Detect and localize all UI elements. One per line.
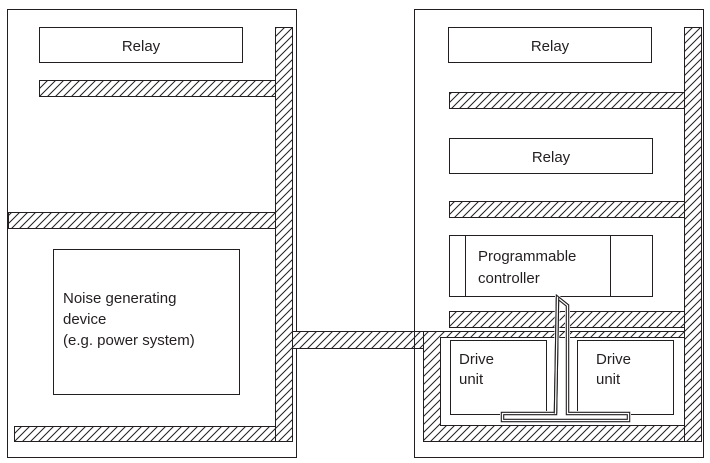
drive-cable <box>500 292 631 423</box>
relay-box-right-middle: Relay <box>449 138 653 174</box>
noise-device-label-line-3: (e.g. power system) <box>63 332 195 349</box>
drive-unit-left: Drive unit <box>450 340 547 415</box>
drive-unit-left-line-1: Drive <box>459 351 494 368</box>
left-duct-middle <box>8 212 276 229</box>
drive-unit-right-line-1: Drive <box>596 351 631 368</box>
left-duct-top <box>39 80 276 97</box>
relay-box-left: Relay <box>39 27 243 63</box>
plc-label-line-2: controller <box>478 270 540 287</box>
right-duct-vertical <box>684 27 702 442</box>
programmable-controller: Programmable controller <box>449 235 653 297</box>
right-cabinet-frame <box>414 9 704 458</box>
left-duct-vertical <box>275 27 293 442</box>
right-duct-2 <box>449 201 685 218</box>
right-cabinet: Relay Relay Programmable controller Driv… <box>414 9 704 458</box>
drive-unit-left-line-2: unit <box>459 371 484 388</box>
relay-label: Relay <box>122 38 161 55</box>
relay-box-right-top: Relay <box>448 27 652 63</box>
noise-device-label-line-2: device <box>63 311 106 328</box>
drive-unit-right: Drive unit <box>577 340 674 415</box>
noise-generating-device: Noise generating device (e.g. power syst… <box>53 249 240 395</box>
relay-middle-label: Relay <box>532 149 571 166</box>
relay-top-label: Relay <box>531 38 570 55</box>
drive-unit-duct <box>423 331 685 442</box>
noise-device-label-line-1: Noise generating <box>63 290 176 307</box>
left-cabinet: Relay Noise generating device (e.g. powe… <box>7 9 297 458</box>
plc-label-line-1: Programmable <box>478 248 576 265</box>
left-cabinet-frame <box>7 9 297 458</box>
left-duct-bottom <box>14 426 277 442</box>
right-duct-1 <box>449 92 685 109</box>
connecting-duct <box>292 331 424 349</box>
drive-unit-right-line-2: unit <box>596 371 621 388</box>
